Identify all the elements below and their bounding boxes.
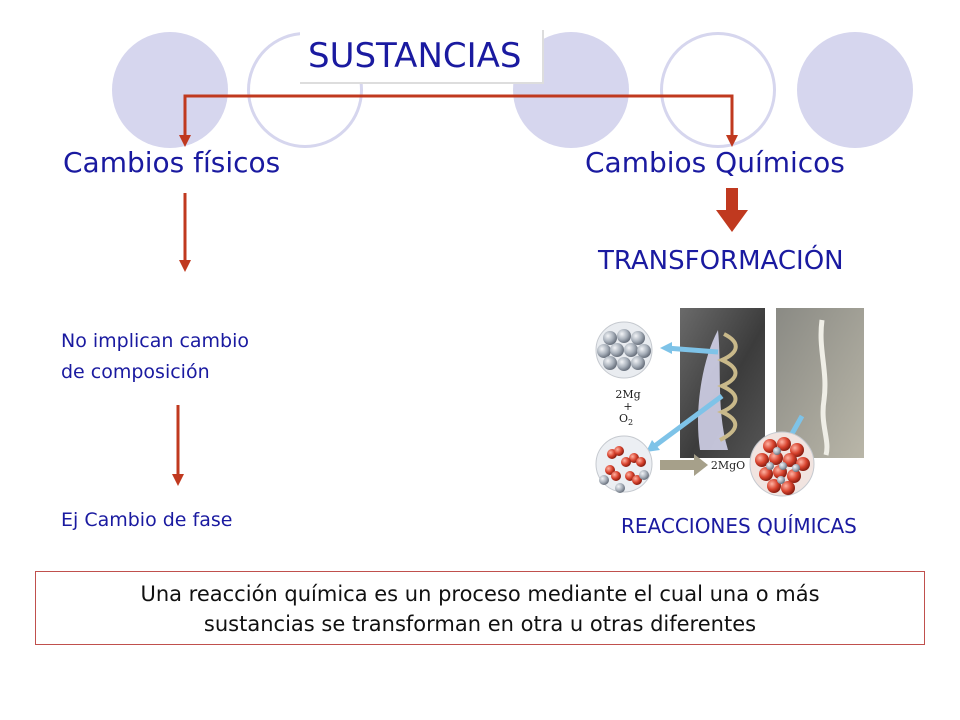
reaction-figure: 2Mg + O2 2MgO <box>595 308 864 497</box>
physical-changes-heading: Cambios físicos <box>63 146 281 179</box>
label-2mg: 2Mg <box>615 388 640 401</box>
ash-strand <box>818 319 830 456</box>
definition-box: Una reacción química es un proceso media… <box>35 571 925 645</box>
title-box: SUSTANCIAS <box>300 30 544 84</box>
flame-glow <box>698 330 728 450</box>
split-connector <box>183 94 734 137</box>
block-arrow-head <box>716 210 748 232</box>
definition-line-1: Una reacción química es un proceso media… <box>140 582 820 606</box>
transformation-label: TRANSFORMACIÓN <box>598 246 844 276</box>
label-2mgo: 2MgO <box>711 459 745 472</box>
label-plus: + <box>623 400 632 413</box>
decor-circle-5 <box>797 32 913 148</box>
phase-change-example: Ej Cambio de fase <box>61 509 233 531</box>
block-arrow-shaft <box>726 188 738 212</box>
ribbon-coil <box>717 332 738 442</box>
chemical-changes-heading: Cambios Químicos <box>585 146 845 179</box>
note-line-2: de composición <box>61 361 210 383</box>
physical-changes-note: No implican cambio de composición <box>61 326 249 388</box>
reaction-arrow-head <box>694 454 708 476</box>
arrowhead-physical-down <box>179 260 191 272</box>
reaction-arrow-shaft <box>660 460 694 470</box>
reactions-caption: REACCIONES QUÍMICAS <box>621 514 857 538</box>
note-line-1: No implican cambio <box>61 330 250 352</box>
decor-circle-1 <box>112 32 228 148</box>
arrowhead-physical <box>179 135 191 147</box>
label-o2: O2 <box>619 412 633 427</box>
arrowhead-composition-down <box>172 474 184 486</box>
decor-circle-4 <box>660 32 776 148</box>
definition-line-2: sustancias se transforman en otra u otra… <box>203 612 757 636</box>
arrowhead-chemical <box>726 135 738 147</box>
page-title: SUSTANCIAS <box>308 36 522 76</box>
